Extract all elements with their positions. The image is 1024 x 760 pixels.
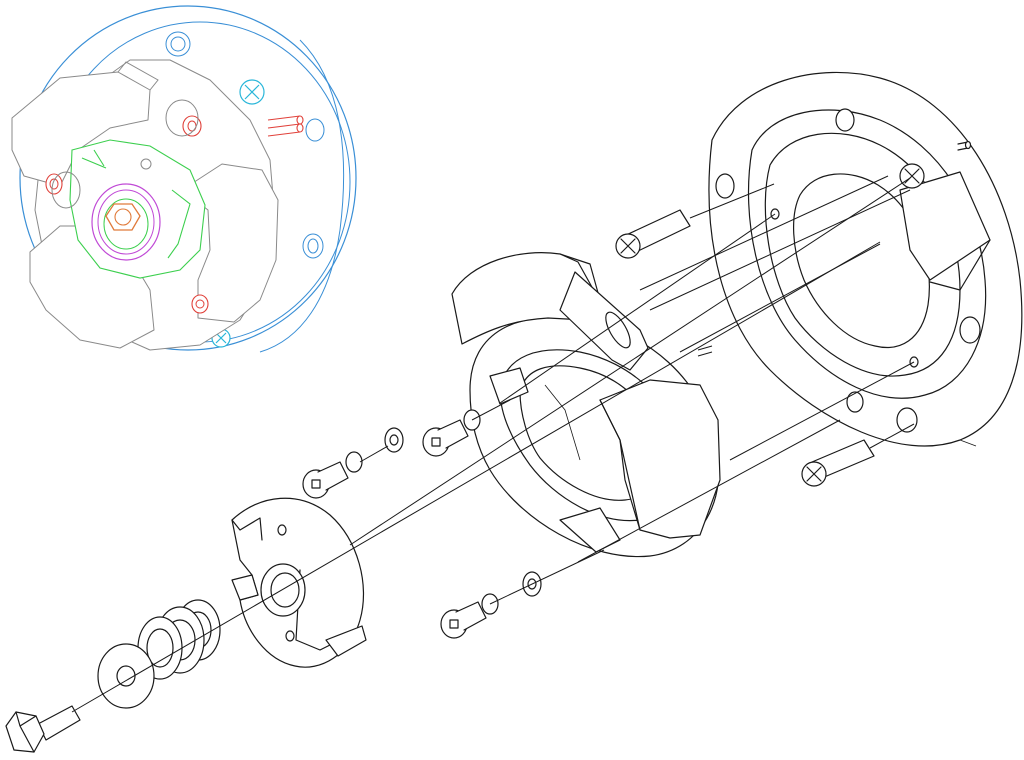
mounting-flange bbox=[708, 71, 1023, 447]
upper-jaw-block bbox=[451, 252, 649, 405]
socket-screw-c bbox=[440, 593, 499, 639]
inset-jaw-right bbox=[181, 163, 279, 323]
inset-flange-holes bbox=[165, 31, 325, 259]
inset-red-socket-screws bbox=[45, 115, 209, 314]
inset-cyan-screw-icon bbox=[239, 79, 265, 105]
retaining-plate bbox=[231, 497, 367, 668]
hex-bolt bbox=[5, 705, 81, 753]
flat-washer bbox=[97, 643, 155, 709]
socket-screw-b bbox=[422, 409, 481, 457]
explode-axis-lines bbox=[71, 175, 915, 713]
phillips-screw-lower bbox=[801, 439, 875, 487]
lock-washers bbox=[384, 427, 542, 597]
hex-bolt-head-icon bbox=[5, 711, 45, 753]
assembled-view-inset bbox=[11, 5, 357, 353]
socket-screw-a bbox=[302, 451, 363, 499]
inset-hex-bolt-icon bbox=[105, 203, 141, 231]
inset-jaw-top-left bbox=[11, 71, 151, 187]
flange-phillips-screw-icon bbox=[899, 163, 925, 189]
lower-jaw-block bbox=[559, 379, 721, 553]
spring-washer-stack bbox=[137, 599, 221, 680]
inset-flange-outline bbox=[19, 5, 357, 351]
phillips-screw-upper bbox=[615, 209, 691, 259]
inset-red-pins bbox=[267, 115, 304, 137]
